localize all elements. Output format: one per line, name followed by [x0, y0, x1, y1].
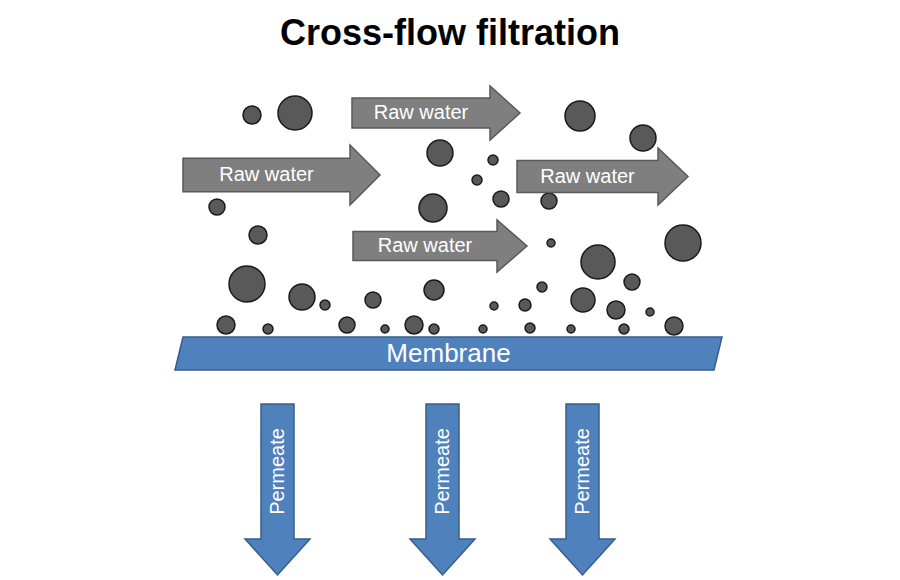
node-label: Permeate [431, 428, 454, 515]
node-label: Raw water [219, 163, 313, 186]
node-label: Membrane [386, 338, 510, 369]
node-outline [550, 404, 615, 575]
node-text-box: Permeate [566, 404, 599, 539]
diagram-title: Cross-flow filtration [0, 12, 900, 54]
node-text-box: Raw water [352, 98, 490, 128]
node-text-box: Raw water [183, 158, 350, 192]
node-label: Permeate [571, 428, 594, 515]
node-outline [517, 148, 688, 205]
node-text-box: Raw water [353, 231, 497, 260]
node-outline [353, 220, 527, 272]
node-outline [183, 145, 380, 205]
raw-water-arrow: Raw water [352, 86, 520, 140]
node-outline [245, 404, 310, 575]
permeate-arrow: Permeate [550, 404, 615, 575]
node-label: Raw water [540, 165, 634, 188]
permeate-arrow: Permeate [410, 404, 475, 575]
raw-water-arrow: Raw water [183, 145, 380, 205]
node-outline [175, 337, 722, 370]
membrane-band: Membrane [175, 337, 722, 370]
node-label: Permeate [266, 428, 289, 515]
node-outline [352, 86, 520, 140]
node-label: Raw water [378, 234, 472, 257]
node-text-box: Membrane [175, 337, 722, 370]
node-text-box: Permeate [426, 404, 459, 539]
raw-water-arrow: Raw water [517, 148, 688, 205]
node-text-box: Raw water [517, 161, 658, 193]
permeate-arrow: Permeate [245, 404, 310, 575]
node-outline [410, 404, 475, 575]
node-label: Raw water [374, 101, 468, 124]
raw-water-arrow: Raw water [353, 220, 527, 272]
node-text-box: Permeate [261, 404, 294, 539]
